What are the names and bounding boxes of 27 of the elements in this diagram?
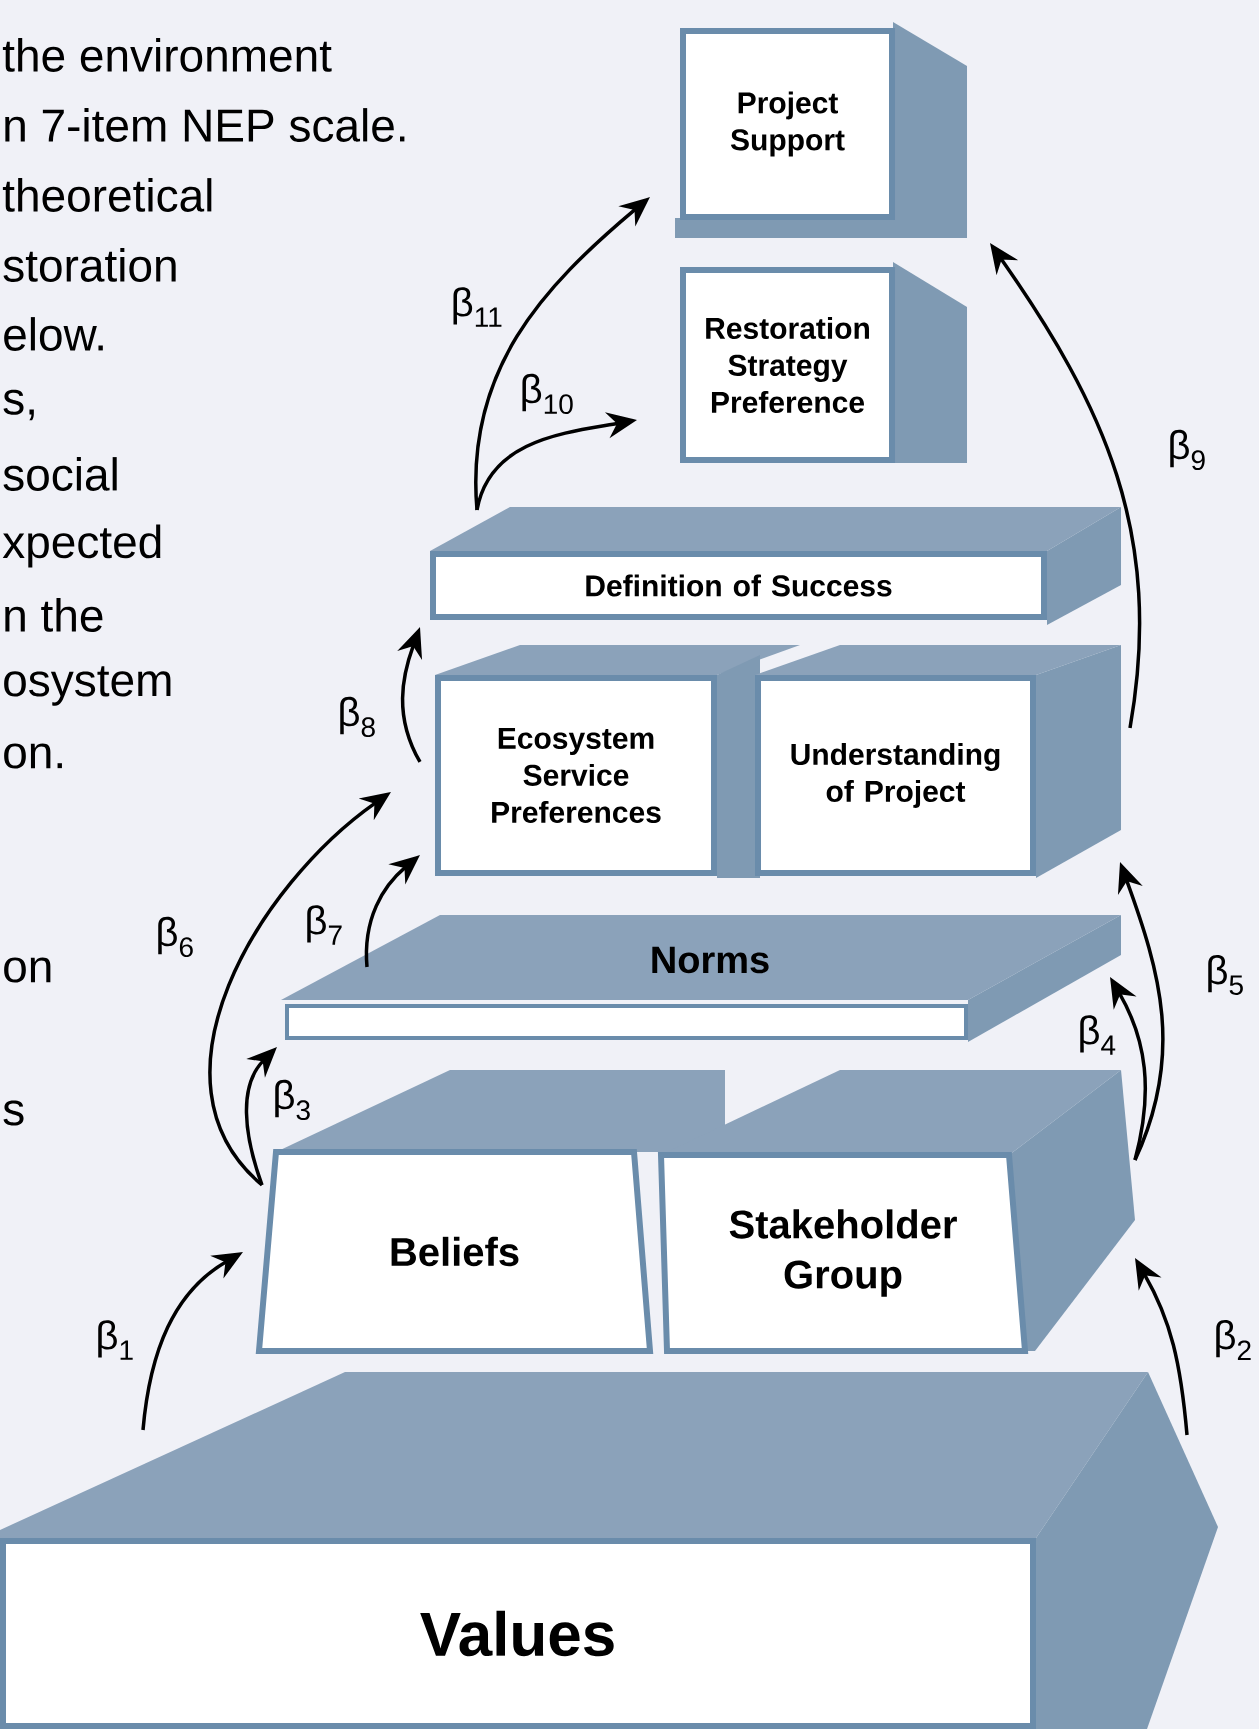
body-text: osystem bbox=[4, 666, 171, 706]
body-text: storation bbox=[3, 248, 176, 282]
body-text: social bbox=[3, 457, 117, 491]
body-text: xpected bbox=[2, 524, 161, 568]
edge-label: β$_{1}$ bbox=[94, 1319, 136, 1361]
body-text: n 7-item NEP scale. bbox=[5, 108, 405, 142]
edge-label: β$_{11}$ bbox=[449, 286, 505, 328]
box: Project Support bbox=[675, 22, 967, 238]
body-text: elow. bbox=[4, 317, 103, 351]
edge-label: β$_{3}$ bbox=[271, 1078, 313, 1122]
edge-label: β$_{5}$ bbox=[1204, 954, 1246, 996]
body-text: the environment bbox=[2, 38, 332, 72]
body-text: theoretical bbox=[2, 178, 212, 212]
edge-label: β$_{6}$ bbox=[154, 915, 196, 959]
body-text: s, bbox=[3, 389, 34, 421]
body-text: s bbox=[3, 1100, 24, 1126]
edge-label: β$_{9}$ bbox=[1166, 428, 1208, 472]
edge-label: β$_{8}$ bbox=[336, 695, 378, 739]
body-text: on bbox=[4, 957, 51, 983]
body-text: n the bbox=[5, 598, 103, 632]
edge-label: β$_{2}$ bbox=[1212, 1319, 1254, 1361]
base-block: Values bbox=[0, 1372, 1218, 1729]
edge-label: β$_{10}$ bbox=[518, 372, 576, 416]
body-text: on. bbox=[4, 743, 62, 769]
slab: Definition of Success bbox=[430, 507, 1121, 625]
box: Understanding of Project bbox=[755, 645, 1121, 878]
box: Restoration Strategy Preference bbox=[680, 262, 967, 463]
